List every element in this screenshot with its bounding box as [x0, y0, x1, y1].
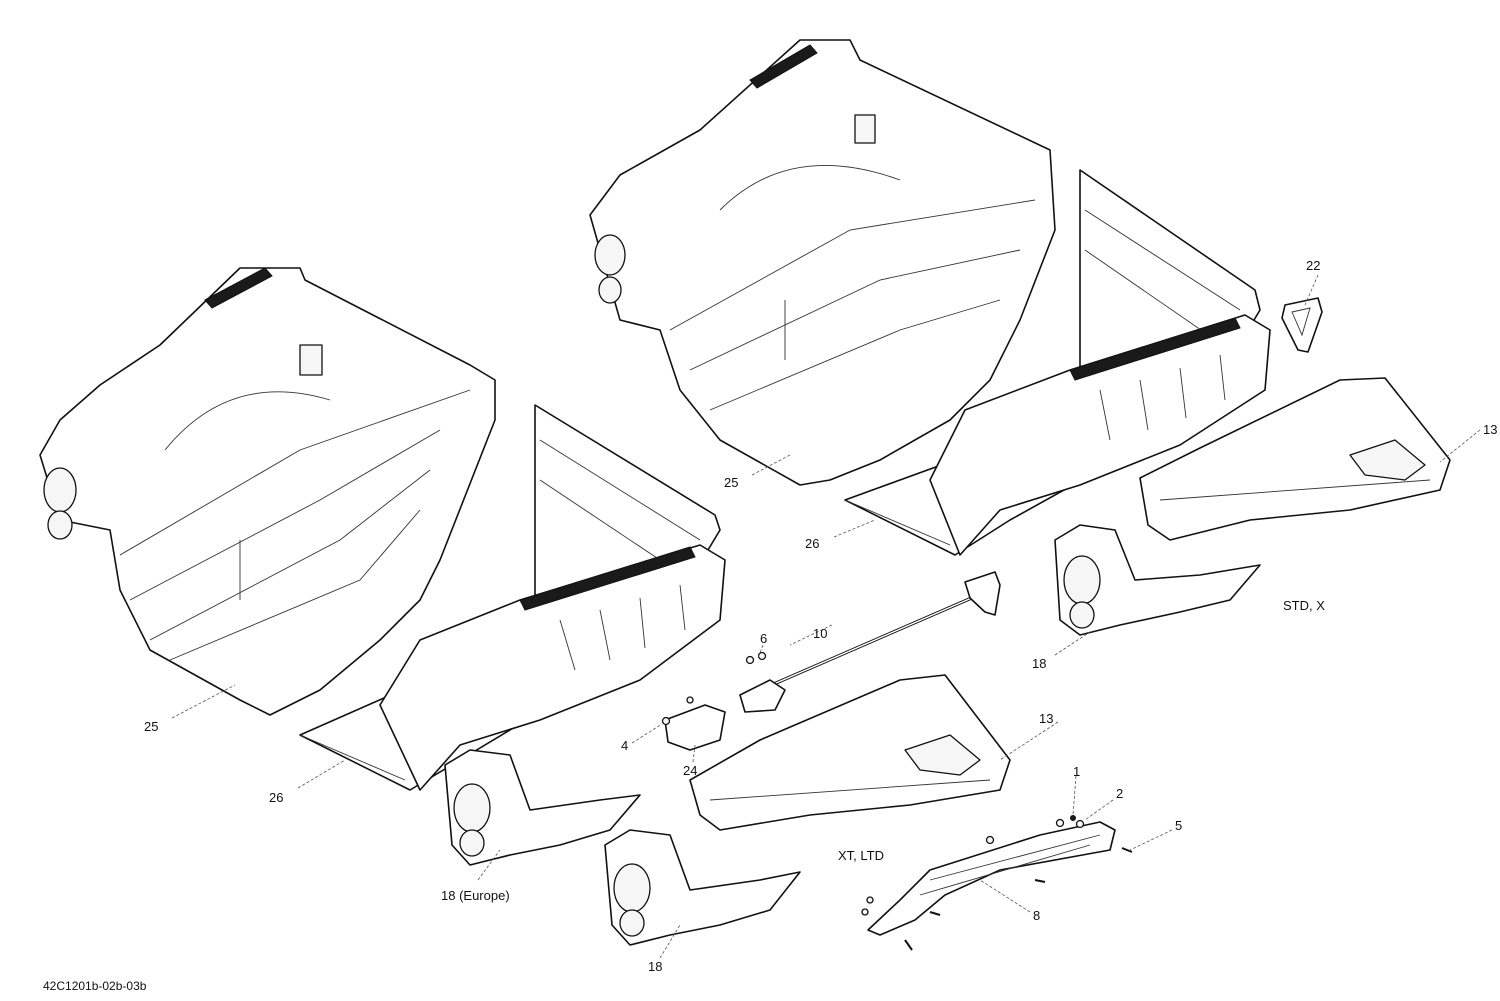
cargo-box-right [589, 39, 1056, 486]
callout-5: 5 [1175, 818, 1183, 833]
variant-label-xt-ltd: XT, LTD [838, 848, 884, 863]
callout-1: 1 [1073, 764, 1081, 779]
fasteners-part-8-extra [861, 818, 1065, 951]
callout-18-europe: 18 (Europe) [441, 888, 510, 903]
callout-18-lower: 18 [648, 959, 663, 974]
callout-8: 8 [1033, 908, 1041, 923]
callout-10: 10 [813, 626, 828, 641]
side-rail-left [379, 544, 726, 791]
callout-4: 4 [621, 738, 629, 753]
callout-26-left: 26 [269, 790, 284, 805]
callout-26-right: 26 [805, 536, 820, 551]
fastener-part-6 [745, 651, 767, 665]
callout-13-lower: 13 [1039, 711, 1054, 726]
cover-part-24 [664, 704, 726, 751]
callout-18-right: 18 [1032, 656, 1047, 671]
washer-part-2 [1075, 819, 1085, 829]
cargo-box-left [39, 267, 496, 716]
side-panel-part-13-lower [689, 674, 1011, 831]
side-rail-right [929, 314, 1271, 556]
support-rod-part-10 [739, 571, 1001, 713]
drawing-id: 42C1201b-02b-03b [43, 979, 147, 993]
screw-part-5 [1121, 847, 1133, 853]
callout-25-right: 25 [724, 475, 739, 490]
fastener-part-1 [1070, 815, 1076, 821]
callout-2: 2 [1116, 786, 1124, 801]
variant-label-std-x: STD, X [1283, 598, 1325, 613]
speaker-guard-part-18-right [1054, 524, 1261, 636]
callout-13-upper: 13 [1483, 422, 1498, 437]
callout-24: 24 [683, 763, 698, 778]
rail-part-8 [867, 821, 1116, 936]
side-panel-part-13-upper [1139, 377, 1451, 541]
callout-6: 6 [760, 631, 768, 646]
speaker-guard-part-18-europe [444, 749, 641, 866]
bracket-part-22 [1281, 297, 1323, 353]
leader-lines [171, 274, 1481, 959]
fastener-part-4 [661, 696, 694, 726]
callout-25-left: 25 [144, 719, 159, 734]
speaker-guard-part-18-lower [604, 829, 801, 946]
callout-22: 22 [1306, 258, 1321, 273]
